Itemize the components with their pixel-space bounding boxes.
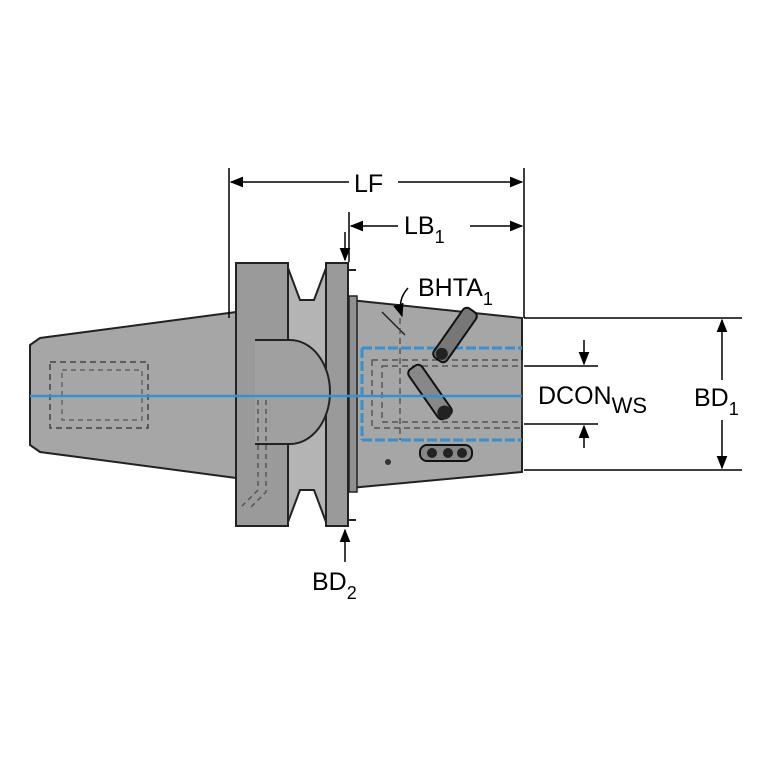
label-bd1: BD1 [694, 384, 739, 419]
label-dconws: DCONWS [538, 382, 647, 418]
tool-holder-body [29, 262, 523, 527]
label-bhta1: BHTA1 [418, 274, 493, 309]
label-dconws-sub: WS [612, 393, 647, 418]
label-bhta1-sub: 1 [483, 289, 493, 309]
drive-slot [255, 339, 331, 445]
label-lb1: LB1 [404, 212, 445, 247]
label-lf-main: LF [354, 170, 383, 198]
coolant-screw [419, 444, 473, 462]
label-lf: LF [354, 170, 383, 198]
dimension-lines [228, 168, 742, 562]
dimension-labels: LF LB1 BHTA1 DCONWS BD1 BD2 [312, 170, 739, 603]
label-dconws-main: DCON [538, 382, 612, 410]
label-bhta1-main: BHTA [418, 274, 483, 302]
label-lb1-sub: 1 [435, 227, 445, 247]
label-bd2-main: BD [312, 568, 347, 596]
small-hole [385, 459, 391, 465]
label-bd1-main: BD [694, 384, 729, 412]
clamp-screw-upper [432, 306, 478, 364]
label-bd2-sub: 2 [347, 583, 357, 603]
bhta1-dimension-line [393, 287, 409, 318]
label-bd2: BD2 [312, 568, 357, 603]
label-lb1-main: LB [404, 212, 435, 240]
label-bd1-sub: 1 [729, 399, 739, 419]
